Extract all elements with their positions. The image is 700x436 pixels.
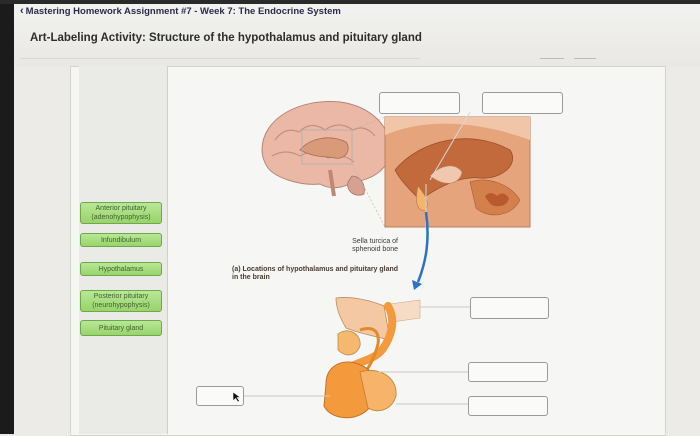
drop-target-2[interactable] (482, 92, 563, 114)
drop-target-1[interactable] (379, 92, 460, 114)
assignment-header (14, 4, 700, 66)
label-posterior-pituitary[interactable]: Posterior pituitary (neurohypophysis) (80, 290, 162, 312)
page-title: Art-Labeling Activity: Structure of the … (30, 32, 422, 44)
divider (540, 58, 564, 59)
label-infundibulum[interactable]: Infundibulum (80, 233, 162, 247)
magnified-inset (351, 116, 531, 228)
pituitary-illustration (323, 297, 421, 419)
breadcrumb-text[interactable]: Mastering Homework Assignment #7 - Week … (25, 6, 341, 17)
brain-illustration (261, 100, 391, 197)
screen-bezel-top (0, 0, 700, 4)
sella-turcica-label: Sella turcica of sphenoid bone (352, 238, 398, 253)
breadcrumb[interactable]: ‹ Mastering Homework Assignment #7 - Wee… (20, 5, 341, 18)
figure-caption: (a) Locations of hypothalamus and pituit… (232, 266, 399, 281)
drop-target-3[interactable] (470, 297, 549, 319)
chevron-left-icon[interactable]: ‹ (20, 5, 24, 17)
drop-target-5[interactable] (468, 396, 548, 416)
divider (20, 58, 420, 59)
drop-target-4[interactable] (468, 362, 548, 382)
label-hypothalamus[interactable]: Hypothalamus (80, 262, 162, 276)
screen-bezel (0, 0, 14, 434)
label-anterior-pituitary[interactable]: Anterior pituitary (adenohypophysis) (80, 202, 162, 224)
drop-target-6[interactable] (196, 386, 244, 406)
label-pituitary-gland[interactable]: Pituitary gland (80, 320, 162, 336)
arrow-down-icon (412, 280, 422, 290)
divider (574, 58, 596, 59)
mouse-cursor-icon (232, 391, 242, 403)
label-bank (79, 66, 168, 434)
